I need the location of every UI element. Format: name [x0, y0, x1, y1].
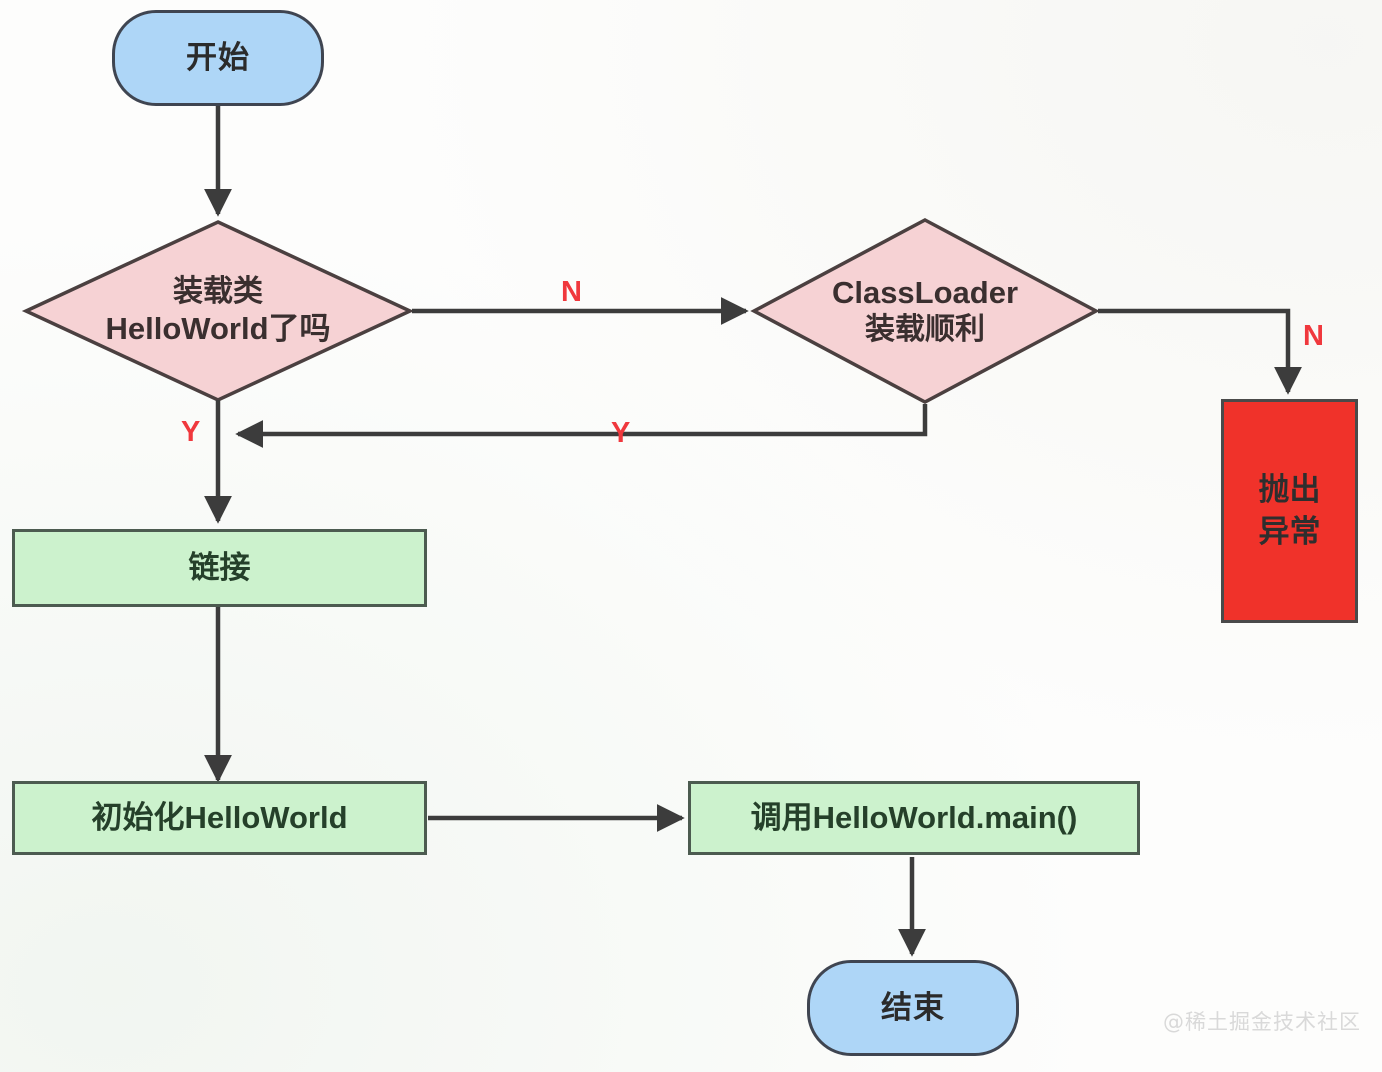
node-call-main[interactable]: 调用HelloWorld.main()	[688, 781, 1140, 855]
edge-classloader-no-to-exception	[1098, 308, 1302, 395]
throw-exception-line1: 抛出	[1258, 472, 1321, 508]
node-start-label: 开始	[186, 40, 250, 76]
node-decision-classloader-label: ClassLoader 装载顺利	[832, 274, 1018, 347]
edge-label-classloader-no: N	[1303, 320, 1325, 352]
node-end[interactable]: 结束	[807, 960, 1019, 1056]
node-decision-classloader[interactable]: ClassLoader 装载顺利	[754, 220, 1096, 402]
edge-classloader-yes-to-link	[235, 404, 928, 448]
node-init[interactable]: 初始化HelloWorld	[12, 781, 427, 855]
decision-loaded-line1: 装载类	[172, 275, 263, 309]
node-decision-loaded[interactable]: 装载类 HelloWorld了吗	[26, 222, 410, 400]
throw-exception-line2: 异常	[1258, 514, 1321, 549]
decision-loaded-line2: HelloWorld了吗	[105, 311, 331, 347]
edge-label-classloader-yes: Y	[611, 417, 631, 449]
decision-classloader-line2: 装载顺利	[864, 312, 985, 346]
decision-classloader-line1: ClassLoader	[831, 275, 1019, 311]
watermark: @稀土掘金技术社区	[1163, 1010, 1361, 1034]
node-throw-exception[interactable]: 抛出 异常	[1221, 399, 1358, 623]
node-end-label: 结束	[881, 990, 945, 1026]
node-init-label: 初始化HelloWorld	[91, 800, 348, 836]
node-link-label: 链接	[188, 550, 251, 586]
node-link[interactable]: 链接	[12, 529, 427, 607]
node-start[interactable]: 开始	[112, 10, 324, 106]
node-decision-loaded-label: 装载类 HelloWorld了吗	[105, 274, 330, 347]
decision-classloader-shape[interactable]	[750, 218, 1100, 404]
node-call-main-label: 调用HelloWorld.main()	[750, 800, 1078, 836]
edge-label-loaded-yes: Y	[181, 416, 201, 448]
edge-label-loaded-no: N	[561, 276, 583, 308]
